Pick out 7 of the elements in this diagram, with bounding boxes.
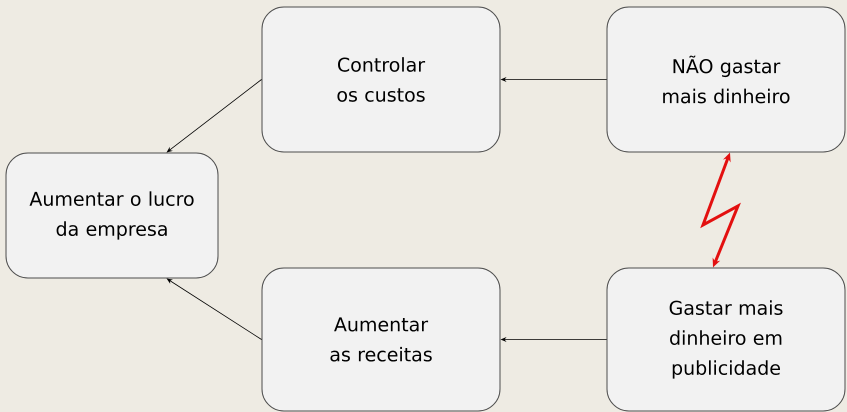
process-box: NÃO gastar mais dinheiro [606,6,846,152]
process-box: Gastar mais dinheiro em publicidade [606,268,846,412]
arrow [166,278,262,340]
process-box: Controlar os custos [262,6,500,152]
arrow [166,79,262,152]
process-box: Aumentar as receitas [262,268,500,412]
process-box: Aumentar o lucro da empresa [6,152,218,278]
